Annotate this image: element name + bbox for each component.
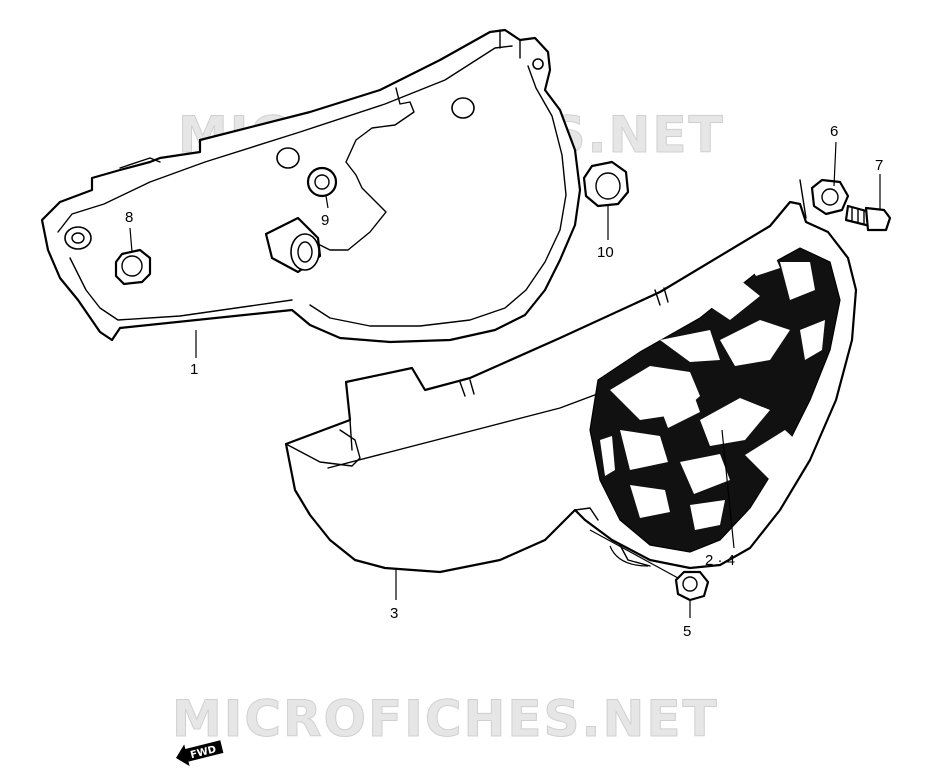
forward-arrow-icon [176,740,224,767]
grommet-part-9 [306,166,338,198]
callout-8: 8 [125,209,133,226]
callout-9: 9 [321,212,329,229]
grommet-part-8 [114,248,152,286]
leader-lines [129,141,881,618]
side-cover-right-part-3 [284,200,858,574]
callout-7: 7 [875,157,883,174]
watermark-bottom: MICROFICHES.NET [172,690,719,748]
callout-1: 1 [190,361,198,378]
grommet-part-6 [799,178,850,219]
callout-5: 5 [683,623,691,640]
callout-10: 10 [597,244,614,261]
callout-3: 3 [390,605,398,622]
callout-2-4: 2 · 4 [705,552,735,569]
bolt-part-7 [844,204,892,232]
grommet-part-10 [582,160,630,208]
grommet-part-5 [674,570,710,602]
callout-6: 6 [830,123,838,140]
